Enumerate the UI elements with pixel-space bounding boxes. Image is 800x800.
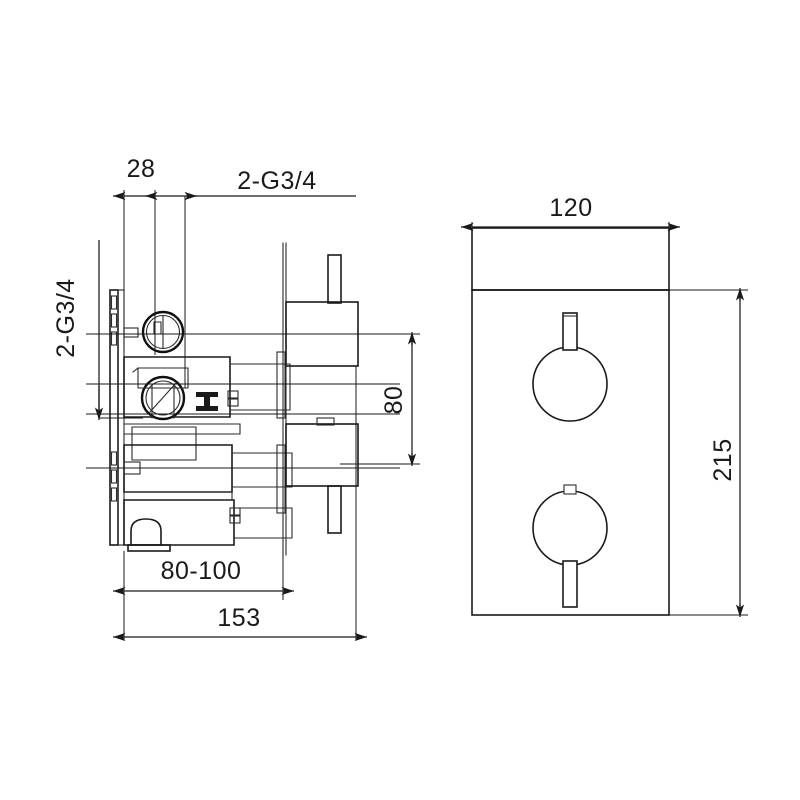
dimension-28: 28	[113, 155, 197, 388]
dimension-120-label: 120	[549, 194, 592, 222]
dimension-80-100: 80-100	[113, 551, 294, 600]
upper-inlet-port	[141, 310, 185, 354]
dimension-2g34-left: 2-G3/4	[52, 240, 143, 420]
lower-handle-assembly	[285, 417, 359, 534]
escutcheon-plate	[276, 242, 287, 556]
dimension-153-label: 153	[217, 604, 260, 632]
lower-inlet-port	[140, 375, 186, 421]
port-connector-block	[132, 367, 189, 389]
dimension-215: 215	[600, 288, 748, 617]
ribbed-connector-mid	[227, 390, 239, 407]
dimension-120: 120	[461, 194, 680, 290]
valve-body-block	[123, 356, 293, 552]
side-fitting-upper	[123, 327, 139, 338]
upper-control-knob	[532, 312, 608, 422]
side-section-view: 28 2-G3/4 2-G3/4 80	[52, 155, 420, 642]
i-beam-symbol	[196, 392, 218, 411]
dimension-215-label: 215	[709, 438, 737, 481]
ribbed-connector-low	[229, 507, 241, 524]
dimension-2g34-top-label: 2-G3/4	[237, 167, 316, 195]
dimension-80-label: 80	[380, 386, 408, 415]
lower-control-knob	[532, 484, 608, 608]
dimension-2g34-top: 2-G3/4	[186, 167, 356, 197]
front-elevation-view: 120 215	[461, 194, 748, 617]
dimension-80-100-label: 80-100	[161, 557, 242, 585]
centerlines-side-view	[86, 333, 400, 469]
dimension-28-label: 28	[127, 155, 156, 183]
upper-handle-assembly	[285, 254, 359, 367]
dimension-80: 80	[340, 332, 420, 466]
dimension-2g34-left-label: 2-G3/4	[52, 278, 80, 357]
dimension-153: 153	[113, 366, 367, 642]
